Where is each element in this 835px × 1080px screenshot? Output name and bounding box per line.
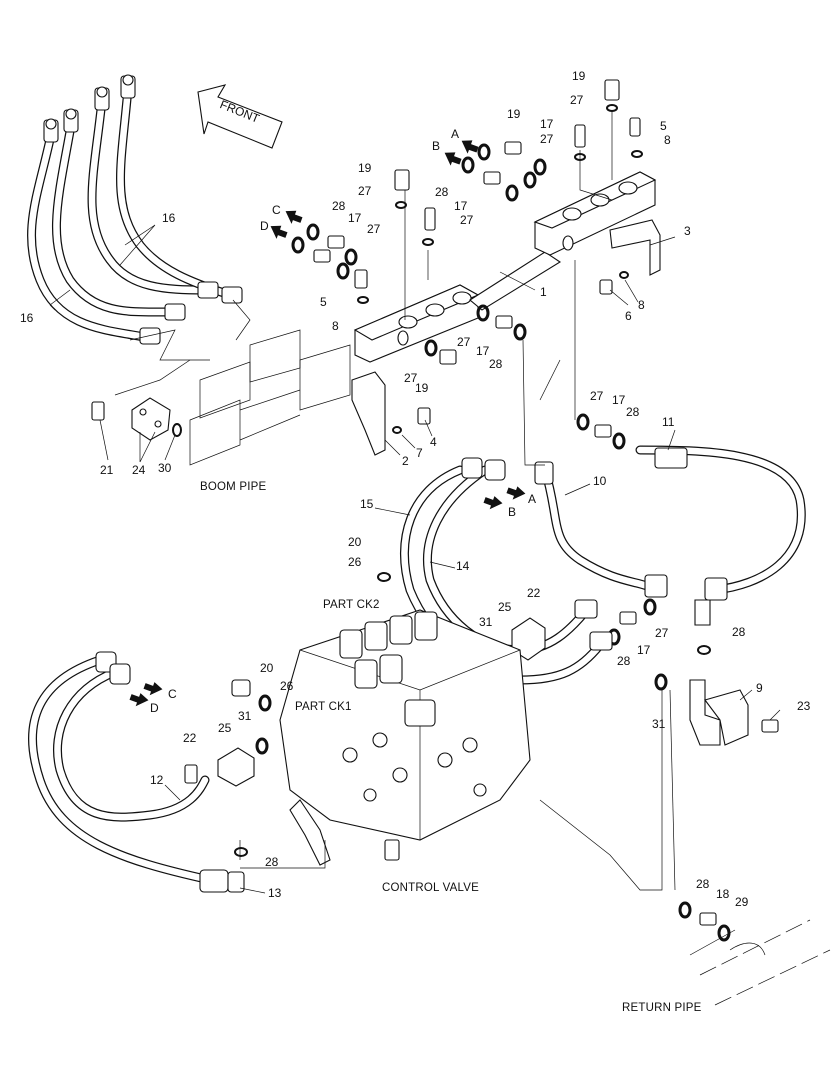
caption-part-ck2: PART CK2 xyxy=(323,599,380,611)
callout-25: 25 xyxy=(498,600,512,614)
callout-21: 21 xyxy=(100,463,114,477)
manifold-fittings xyxy=(313,79,717,926)
routing-lines xyxy=(232,110,676,891)
callout-30: 30 xyxy=(158,461,172,475)
callout-27: 27 xyxy=(404,371,418,385)
callout-27: 27 xyxy=(655,626,669,640)
letter-a-top: A xyxy=(451,127,459,141)
callout-29: 29 xyxy=(735,895,749,909)
boom-pipe-outline xyxy=(114,329,351,466)
callout-19: 19 xyxy=(572,69,586,83)
caption-return-pipe: RETURN PIPE xyxy=(622,1002,702,1014)
callout-17: 17 xyxy=(476,344,490,358)
callout-27: 27 xyxy=(457,335,471,349)
letter-b-top: B xyxy=(432,139,440,153)
callout-16: 16 xyxy=(162,211,176,225)
callout-17: 17 xyxy=(540,117,554,131)
callout-28: 28 xyxy=(626,405,640,419)
callout-25: 25 xyxy=(218,721,232,735)
callout-27: 27 xyxy=(590,389,604,403)
callout-2: 2 xyxy=(402,454,409,468)
letter-c-low: C xyxy=(168,687,177,701)
caption-boom-pipe: BOOM PIPE xyxy=(200,481,266,493)
callout-27: 27 xyxy=(367,222,381,236)
control-valve xyxy=(231,609,531,866)
callout-8: 8 xyxy=(638,298,645,312)
callout-28: 28 xyxy=(332,199,346,213)
letter-d-low: D xyxy=(150,701,159,715)
return-pipe xyxy=(689,919,831,1006)
callout-28: 28 xyxy=(732,625,746,639)
letter-a-mid: A xyxy=(528,492,536,506)
caption-part-ck1: PART CK1 xyxy=(295,701,352,713)
callout-26: 26 xyxy=(348,555,362,569)
callout-11: 11 xyxy=(662,415,675,429)
callout-28: 28 xyxy=(435,185,449,199)
callout-leaders xyxy=(49,224,781,894)
callout-8: 8 xyxy=(332,319,339,333)
callout-28: 28 xyxy=(265,855,279,869)
callout-22: 22 xyxy=(183,731,197,745)
letter-b-mid: B xyxy=(508,505,516,519)
manifold-block xyxy=(351,171,661,456)
hoses-10-11 xyxy=(534,445,806,626)
callout-15: 15 xyxy=(360,497,374,511)
callout-1: 1 xyxy=(540,285,547,299)
callout-9: 9 xyxy=(756,681,763,695)
arrow-letters: A B C D A B C D xyxy=(150,127,536,715)
callout-31: 31 xyxy=(238,709,252,723)
direction-arrows xyxy=(129,140,526,707)
callout-12: 12 xyxy=(150,773,164,787)
callout-24: 24 xyxy=(132,463,146,477)
callout-18: 18 xyxy=(716,887,730,901)
callout-6: 6 xyxy=(625,309,632,323)
callout-19: 19 xyxy=(358,161,372,175)
hose-bundle-16 xyxy=(27,74,243,345)
callout-19: 19 xyxy=(415,381,429,395)
callout-17: 17 xyxy=(612,393,626,407)
callout-28: 28 xyxy=(489,357,503,371)
callout-13: 13 xyxy=(268,886,282,900)
elbow-block-9 xyxy=(689,679,779,746)
callout-labels: 19 27 5 8 19 17 27 28 19 27 17 27 28 17 … xyxy=(20,69,811,909)
callout-27: 27 xyxy=(358,184,372,198)
hoses-14-15 xyxy=(399,457,613,685)
callout-5: 5 xyxy=(660,119,667,133)
callout-3: 3 xyxy=(684,224,691,238)
callout-26: 26 xyxy=(280,679,294,693)
callout-31: 31 xyxy=(479,615,493,629)
callout-19: 19 xyxy=(507,107,521,121)
captions: BOOM PIPE PART CK2 PART CK1 CONTROL VALV… xyxy=(200,481,702,1014)
callout-27: 27 xyxy=(570,93,584,107)
callout-17: 17 xyxy=(637,643,651,657)
callout-20: 20 xyxy=(260,661,274,675)
callout-7: 7 xyxy=(416,446,423,460)
callout-5: 5 xyxy=(320,295,327,309)
callout-27: 27 xyxy=(460,213,474,227)
callout-28: 28 xyxy=(696,877,710,891)
callout-22: 22 xyxy=(527,586,541,600)
callout-28: 28 xyxy=(617,654,631,668)
callout-23: 23 xyxy=(797,699,811,713)
callout-4: 4 xyxy=(430,435,437,449)
caption-control-valve: CONTROL VALVE xyxy=(382,882,479,894)
flange-assembly xyxy=(91,397,182,441)
callout-17: 17 xyxy=(348,211,362,225)
letter-c-top: C xyxy=(272,203,281,217)
callout-16: 16 xyxy=(20,311,34,325)
callout-31: 31 xyxy=(652,717,666,731)
callout-20: 20 xyxy=(348,535,362,549)
front-arrow: FRONT xyxy=(197,84,283,149)
callout-10: 10 xyxy=(593,474,607,488)
callout-8: 8 xyxy=(664,133,671,147)
callout-27: 27 xyxy=(540,132,554,146)
callout-17: 17 xyxy=(454,199,468,213)
letter-d-top: D xyxy=(260,219,269,233)
callout-14: 14 xyxy=(456,559,470,573)
hoses-12-13 xyxy=(28,651,255,893)
